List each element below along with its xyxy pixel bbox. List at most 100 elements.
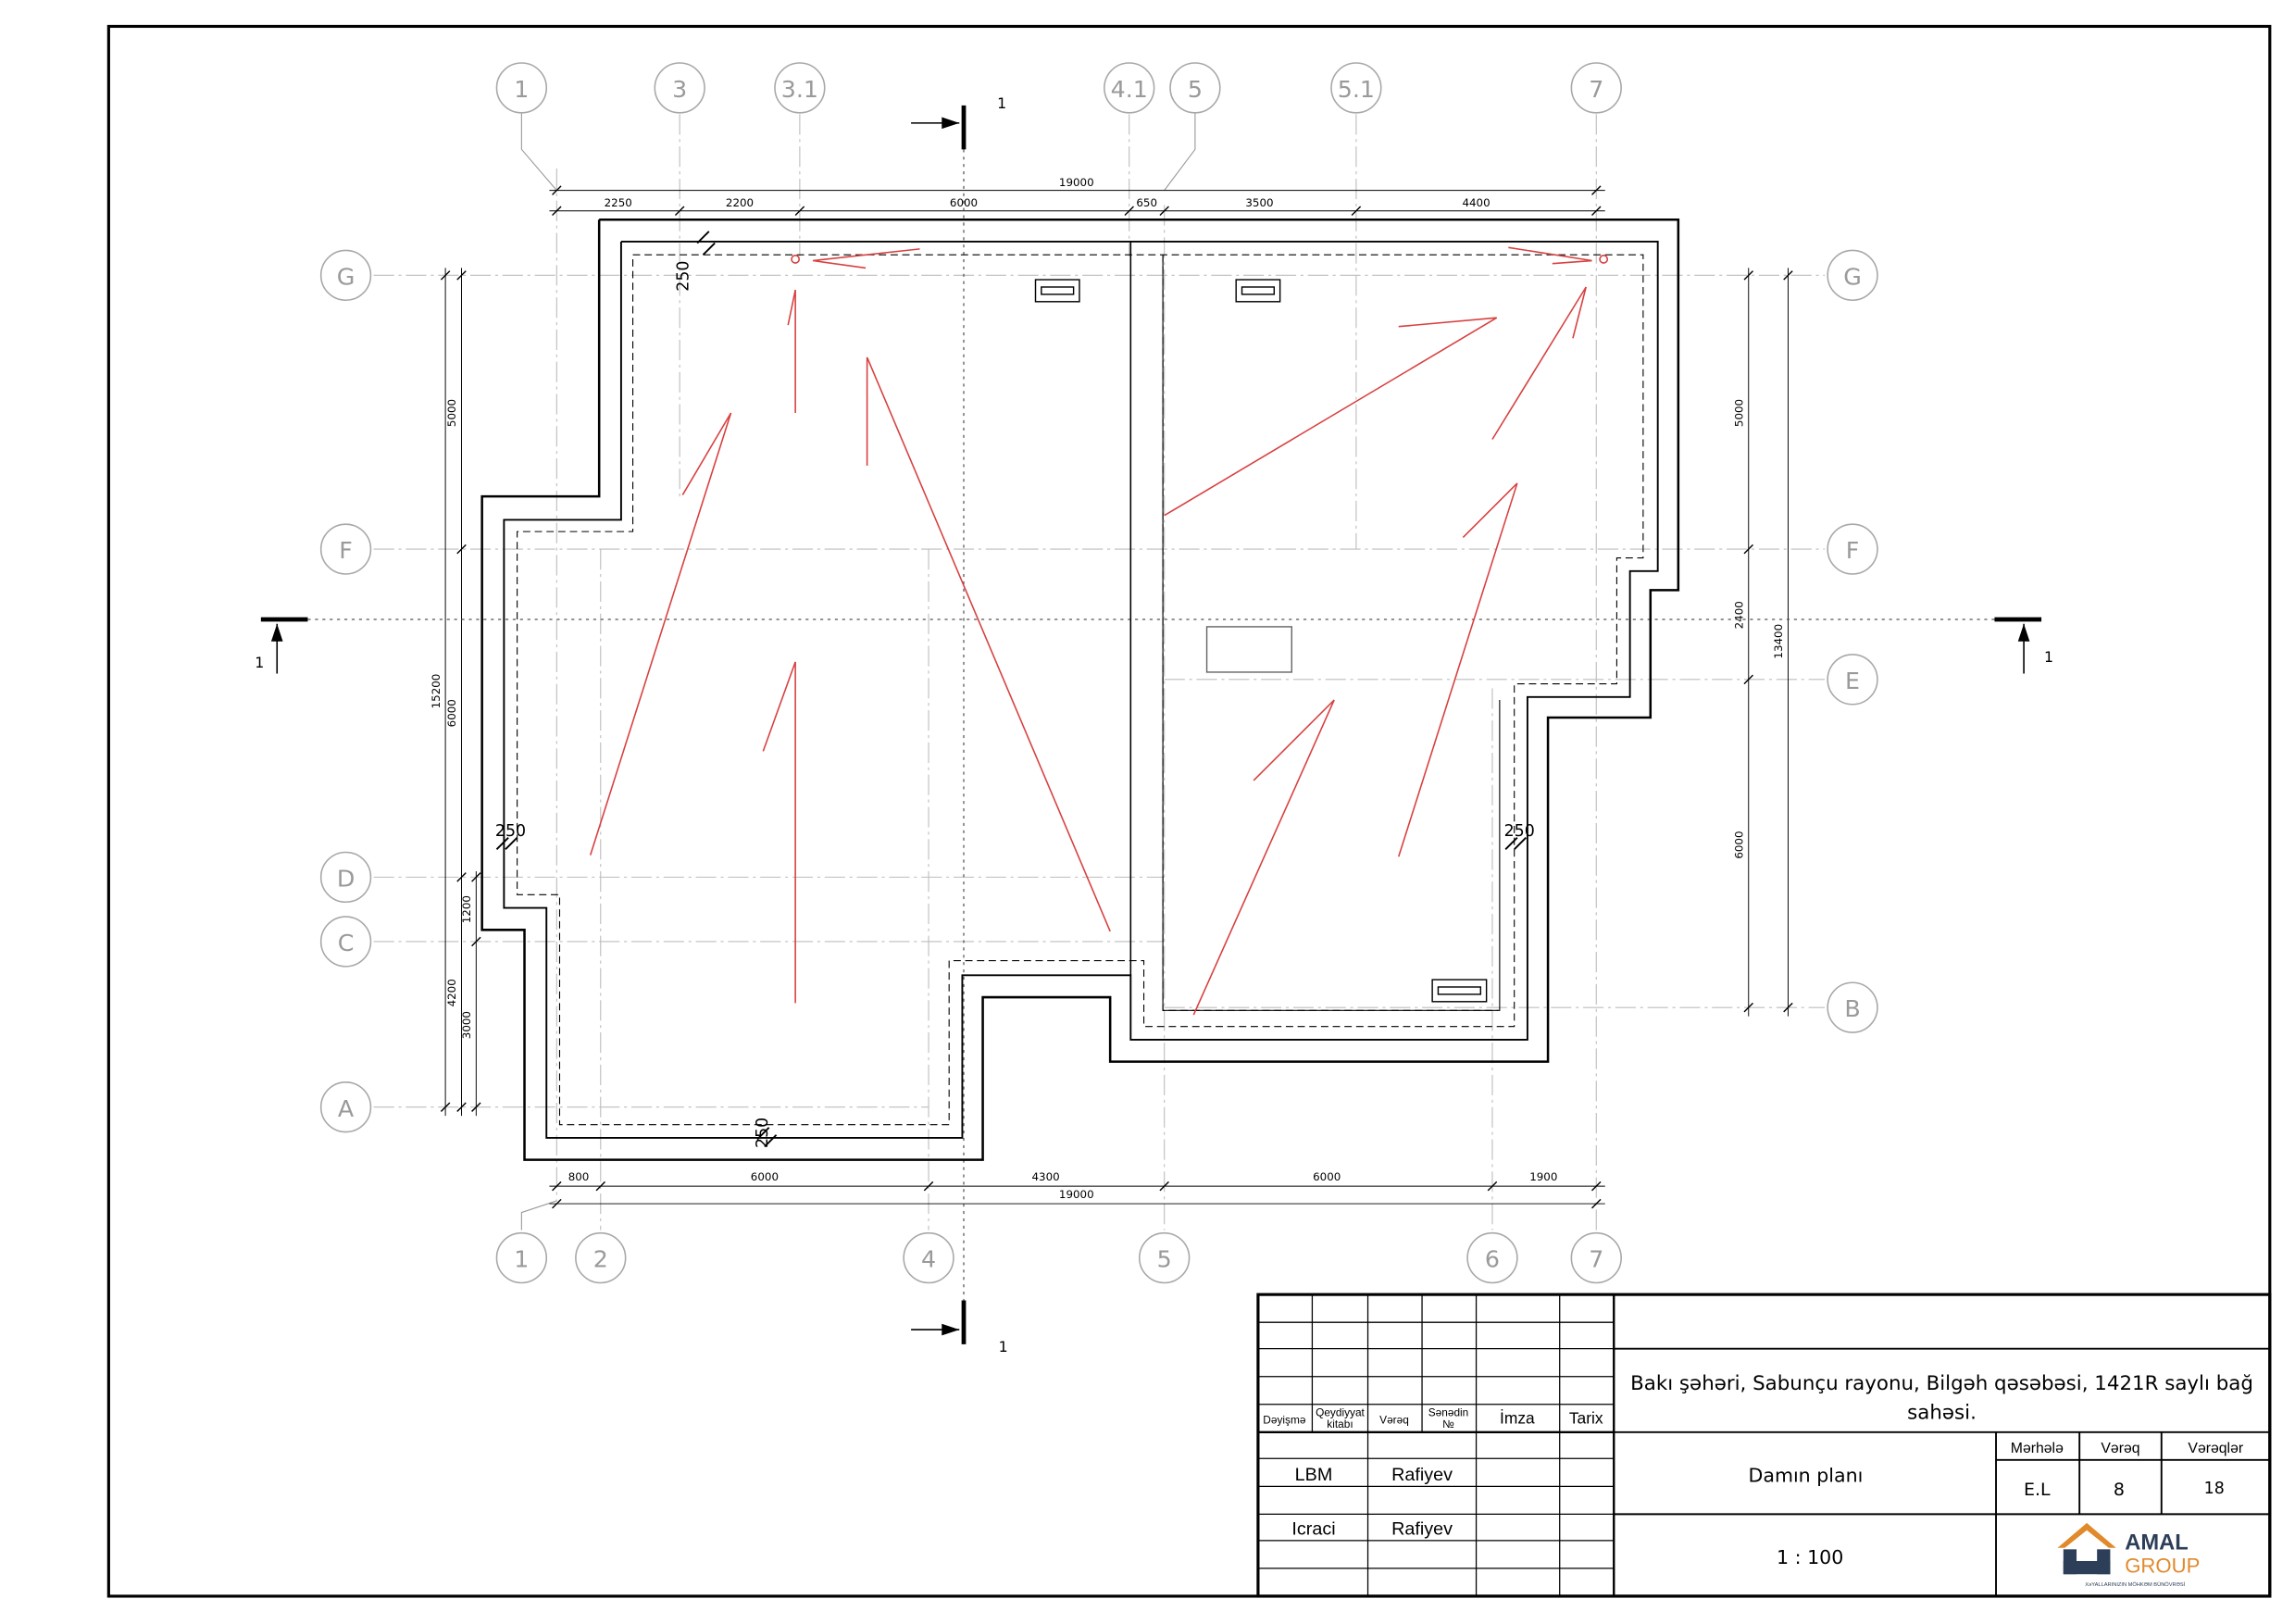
grid-leaders [520,111,1196,1230]
tb-header-date: Tarix [1569,1408,1603,1427]
section-label: 1 [997,94,1006,112]
parapet-thickness-label: 250 [495,822,526,841]
tb-project-line: sahəsi. [1907,1402,1977,1425]
roof-hatch [1205,626,1292,673]
tb-header-sheet: Vərəq [1379,1413,1409,1426]
dimension-text: 2250 [605,196,632,209]
tb-project-text: sahəsi. [1907,1402,1977,1425]
section-label: 1 [2044,648,2053,666]
grid-bubble [774,62,826,114]
grid-bubble [903,1231,954,1284]
grid-label-bottom: 7 [1589,1246,1603,1273]
drawing-frame [106,24,2272,1598]
dimension-text: 6000 [445,699,458,727]
grid-label-left: A [338,1095,355,1122]
slope-arrows [589,246,1592,1016]
dimension-text: 650 [1136,196,1157,209]
dimension-text: 5000 [1732,399,1745,427]
grid-bubble [1827,523,1878,575]
grid-label-left: F [339,537,353,564]
roof-openings [1034,279,1488,1003]
grid-bubble [1827,654,1878,706]
dimension-text: 4400 [1462,196,1490,209]
tb-sheets-total: 18 [2204,1480,2225,1498]
tb-signer-name: Rafiyev [1391,1465,1453,1485]
tb-header-doc: № [1442,1418,1454,1430]
title-block [1256,1293,2272,1598]
grid-bubbles-bottom [495,1231,1622,1284]
grid-bubble [1570,62,1622,114]
logo-house-icon [2057,1522,2116,1548]
grid-bubble [319,249,372,302]
grid-bubble [1570,1231,1622,1284]
grid-label-top: 4.1 [1111,76,1148,103]
logo-name: GROUP [2125,1555,2200,1578]
grid-label-top: 5.1 [1338,76,1375,103]
tb-stage: E.L [2024,1480,2051,1500]
tb-signer-role: LBM [1295,1465,1333,1485]
grid-label-bottom: 2 [593,1246,608,1273]
grid-bubbles-right [1827,249,1878,1033]
grid-bubble [495,1231,548,1284]
grid-bubble [319,851,372,904]
parapet-outer [480,218,1680,1161]
company-logo: AMAL GROUP XəYALLARINIZIN MÖHKƏM BÜNÖVRƏ… [2057,1522,2200,1588]
grid-label-left: G [337,263,355,290]
dimension-text: 3500 [1245,196,1273,209]
drain-icon [791,255,801,264]
dimension-text: 19000 [1059,1188,1094,1201]
grid-label-bottom: 6 [1485,1246,1500,1273]
grid-bubble [495,62,548,114]
grid-label-right: F [1846,537,1860,564]
tb-scale: 1 : 100 [1777,1546,1843,1568]
grid-bubble [1330,62,1382,114]
grid-bubble [654,62,705,114]
grid-bubble [1827,249,1878,302]
tb-header-register: Qeydiyyat [1316,1405,1365,1418]
dimension-text: 13400 [1772,624,1785,659]
dimension-text: 6000 [1732,831,1745,858]
dimension-text: 1200 [460,895,473,923]
section-lines [307,149,1995,1301]
parapet-thickness-label: 250 [675,261,693,292]
parapet-inner [503,241,1659,1139]
grid-lines [373,114,1825,1230]
dimension-text: 4300 [1031,1170,1059,1183]
dimension-text: 5000 [445,399,458,427]
roof-drains [791,255,1609,264]
tb-project-line: Bakı şəhəri, Sabunçu rayonu, Bilgəh qəsə… [1630,1372,2253,1395]
tb-sheet-no: 8 [2114,1480,2125,1500]
grid-label-right: G [1843,263,1862,290]
dimension-text: 2200 [726,196,754,209]
grid-bubble [1466,1231,1518,1284]
dimension-text: 15200 [430,674,443,709]
tb-header-signature: İmza [1500,1408,1535,1427]
dimension-text: 6000 [751,1170,779,1183]
grid-label-top: 3.1 [781,76,818,103]
dimension-ticks [440,185,1793,1209]
grid-bubbles-left [319,249,372,1133]
grid-label-left: D [337,865,355,892]
dimension-lines [444,190,1789,1205]
dimension-text: 1900 [1529,1170,1557,1183]
tb-project-text: Bakı şəhəri, Sabunçu rayonu, Bilgəh qəsə… [1630,1372,2253,1395]
drain-icon [1599,255,1609,264]
roof-vent [1241,286,1276,295]
tb-signer-role: Icraci [1291,1519,1335,1540]
tb-header-change: Dəyişmə [1263,1413,1306,1426]
dimension-text: 6000 [1313,1170,1341,1183]
grid-label-bottom: 4 [921,1246,936,1273]
tb-stage-label: Mərhələ [2011,1441,2064,1456]
roof-vent [1041,286,1075,295]
grid-label-top: 5 [1188,76,1203,103]
tb-header-doc: Sənədin [1428,1405,1469,1418]
dimension-text: 800 [568,1170,590,1183]
tb-sheets-label: Vərəqlər [2188,1441,2243,1456]
grid-bubble [1169,62,1221,114]
grid-label-right: E [1845,668,1860,694]
parapet-thickness-label: 250 [754,1118,772,1148]
grid-label-top: 3 [672,76,687,103]
grid-bubble [319,916,372,968]
grid-label-bottom: 1 [514,1246,529,1273]
